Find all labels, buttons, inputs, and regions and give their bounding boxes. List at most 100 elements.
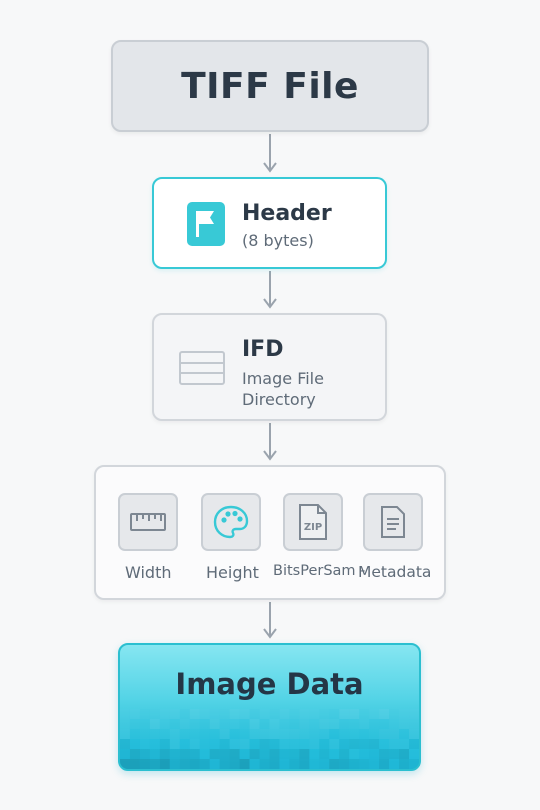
- pixel-cell: [289, 739, 300, 749]
- pixel-cell: [299, 759, 310, 769]
- pixel-cell: [139, 759, 150, 769]
- pixel-cell: [279, 709, 290, 719]
- pixel-cell: [349, 729, 360, 739]
- pixel-cell: [209, 759, 220, 769]
- pixel-cell: [209, 749, 220, 759]
- pixel-cell: [269, 719, 280, 729]
- pixel-cell: [359, 719, 370, 729]
- pixel-cell: [169, 719, 180, 729]
- pixel-cell: [399, 709, 410, 719]
- pixel-cell: [129, 709, 140, 719]
- tag-metadata-label: Metadata: [358, 563, 432, 581]
- pixel-cell: [319, 739, 330, 749]
- pixel-cell: [319, 709, 330, 719]
- tag-height-label: Height: [206, 563, 259, 582]
- pixel-cell: [299, 739, 310, 749]
- pixel-cell: [379, 719, 390, 729]
- pixel-cell: [329, 759, 340, 769]
- pixel-cell: [309, 739, 320, 749]
- pixel-cell: [409, 759, 419, 769]
- pixel-cell: [359, 709, 370, 719]
- pixel-cell: [239, 709, 250, 719]
- pixel-texture: [120, 709, 419, 769]
- arrow-tags-to-image: [263, 602, 277, 639]
- pixel-cell: [159, 729, 170, 739]
- pixel-cell: [349, 749, 360, 759]
- header-subtitle: (8 bytes): [242, 231, 314, 250]
- pixel-cell: [249, 729, 260, 739]
- pixel-cell: [189, 709, 200, 719]
- pixel-cell: [149, 749, 160, 759]
- pixel-cell: [169, 709, 180, 719]
- pixel-cell: [159, 719, 170, 729]
- pixel-cell: [259, 739, 270, 749]
- pixel-cell: [199, 749, 210, 759]
- pixel-cell: [379, 739, 390, 749]
- pixel-cell: [289, 749, 300, 759]
- document-icon: [381, 506, 405, 538]
- pixel-cell: [159, 739, 170, 749]
- pixel-cell: [349, 739, 360, 749]
- pixel-cell: [359, 759, 370, 769]
- pixel-cell: [339, 749, 350, 759]
- tiff-file-title: TIFF File: [181, 65, 359, 107]
- pixel-cell: [139, 709, 150, 719]
- zip-icon-text: ZIP: [304, 522, 322, 533]
- pixel-cell: [349, 759, 360, 769]
- pixel-cell: [219, 739, 230, 749]
- pixel-cell: [289, 759, 300, 769]
- arrow-file-to-header: [263, 134, 277, 173]
- pixel-cell: [229, 729, 240, 739]
- tag-metadata: [363, 493, 427, 551]
- pixel-cell: [159, 709, 170, 719]
- pixel-cell: [149, 719, 160, 729]
- pixel-cell: [299, 729, 310, 739]
- pixel-cell: [349, 719, 360, 729]
- pixel-cell: [399, 759, 410, 769]
- pixel-cell: [369, 729, 380, 739]
- pixel-cell: [209, 739, 220, 749]
- pixel-cell: [399, 739, 410, 749]
- image-data-title: Image Data: [175, 667, 364, 701]
- pixel-cell: [329, 739, 340, 749]
- pixel-cell: [159, 759, 170, 769]
- pixel-cell: [149, 729, 160, 739]
- pixel-cell: [269, 739, 280, 749]
- pixel-cell: [169, 749, 180, 759]
- pixel-cell: [189, 759, 200, 769]
- pixel-cell: [389, 739, 400, 749]
- pixel-cell: [169, 729, 180, 739]
- pixel-cell: [139, 739, 150, 749]
- ifd-title: IFD: [242, 337, 284, 362]
- pixel-cell: [259, 719, 270, 729]
- pixel-cell: [359, 739, 370, 749]
- pixel-cell: [120, 759, 130, 769]
- pixel-cell: [139, 729, 150, 739]
- pixel-cell: [229, 749, 240, 759]
- pixel-cell: [289, 709, 300, 719]
- pixel-cell: [179, 709, 190, 719]
- pixel-cell: [289, 719, 300, 729]
- pixel-cell: [149, 709, 160, 719]
- pixel-cell: [259, 729, 270, 739]
- pixel-cell: [299, 719, 310, 729]
- pixel-cell: [219, 759, 230, 769]
- pixel-cell: [309, 729, 320, 739]
- pixel-cell: [189, 739, 200, 749]
- pixel-cell: [169, 739, 180, 749]
- flag-icon: [187, 202, 225, 246]
- pixel-cell: [349, 709, 360, 719]
- pixel-cell: [319, 719, 330, 729]
- pixel-cell: [319, 729, 330, 739]
- pixel-cell: [239, 729, 250, 739]
- pixel-cell: [209, 719, 220, 729]
- pixel-cell: [229, 709, 240, 719]
- tag-bits-label: BitsPerSam -: [273, 563, 366, 579]
- pixel-cell: [409, 709, 419, 719]
- pixel-cell: [339, 759, 350, 769]
- arrow-ifd-to-tags: [263, 423, 277, 461]
- pixel-cell: [199, 709, 210, 719]
- pixel-cell: [389, 759, 400, 769]
- pixel-cell: [279, 739, 290, 749]
- pixel-cell: [399, 719, 410, 729]
